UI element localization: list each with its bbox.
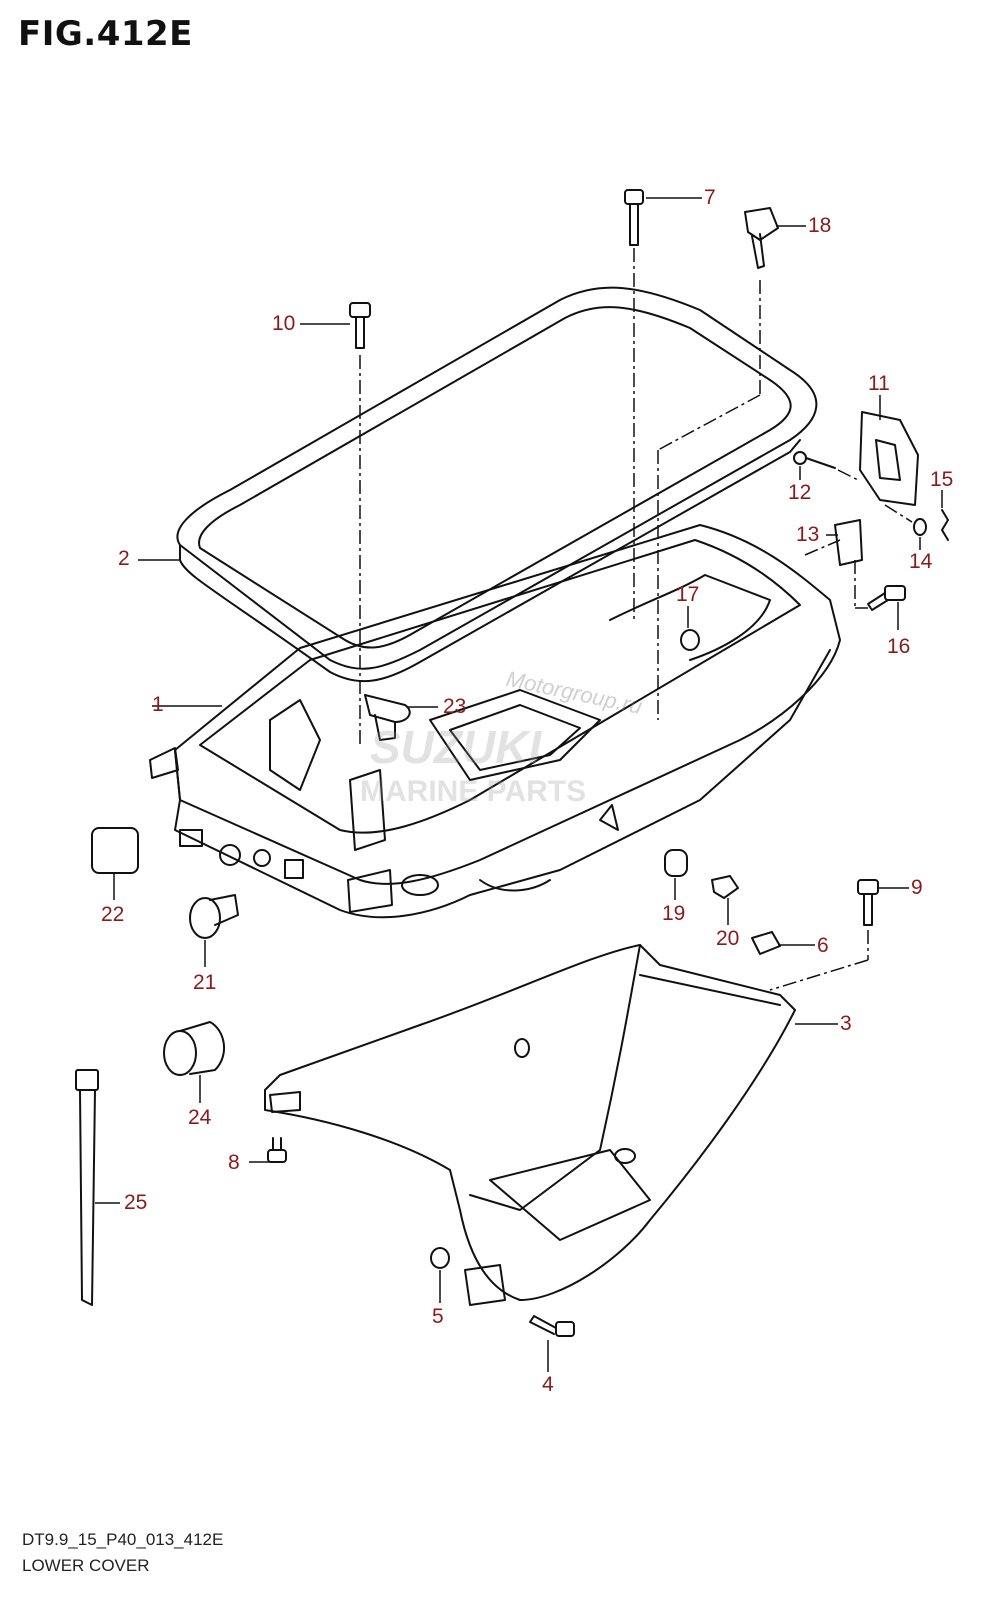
part-8-screw — [267, 1137, 287, 1163]
figure-title: FIG.412E — [18, 14, 193, 54]
callout-21: 21 — [193, 971, 217, 994]
callout-19: 19 — [662, 902, 686, 925]
callout-1: 1 — [152, 693, 164, 716]
part-1-lower-cover — [149, 524, 841, 919]
part-12-pin — [793, 451, 836, 469]
part-17-collar — [680, 629, 700, 651]
callout-23: 23 — [443, 695, 467, 718]
part-5-nut — [430, 1247, 450, 1269]
part-13-hook — [834, 519, 863, 566]
figure-caption: LOWER COVER — [22, 1556, 150, 1575]
part-11-latch-bracket — [859, 411, 919, 506]
callout-11: 11 — [868, 372, 890, 395]
callout-17: 17 — [676, 583, 700, 606]
watermark-subtitle: MARINE PARTS — [360, 775, 587, 808]
callout-4: 4 — [542, 1373, 554, 1396]
callout-25: 25 — [124, 1191, 148, 1214]
part-9-screw — [857, 879, 879, 926]
callout-3: 3 — [840, 1012, 852, 1035]
callout-12: 12 — [788, 481, 812, 504]
part-7-bolt — [624, 189, 644, 246]
callout-22: 22 — [101, 903, 125, 926]
part-6-clip — [751, 931, 781, 955]
part-18-clip — [744, 207, 779, 269]
callout-24: 24 — [188, 1106, 212, 1129]
part-16-bolt — [867, 585, 906, 611]
part-14-washer — [913, 518, 927, 536]
callout-2: 2 — [118, 547, 130, 570]
part-20-grommet — [711, 875, 739, 899]
part-15-spring — [941, 509, 949, 541]
watermark-brand: SUZUKI — [370, 721, 542, 773]
callout-6: 6 — [817, 934, 829, 957]
callout-8: 8 — [228, 1151, 240, 1174]
figure-code: DT9.9_15_P40_013_412E — [22, 1530, 224, 1549]
part-3-bottom-cover — [264, 944, 796, 1306]
callout-7: 7 — [704, 186, 716, 209]
callout-18: 18 — [808, 214, 832, 237]
callout-9: 9 — [911, 876, 923, 899]
callout-5: 5 — [432, 1305, 444, 1328]
part-2-seal-ring — [176, 286, 818, 683]
part-23-grommet — [364, 694, 411, 741]
part-24-grommet — [163, 1021, 225, 1076]
callout-14: 14 — [909, 550, 933, 573]
part-19-collar — [664, 849, 688, 877]
part-22-rubber-plug — [91, 827, 139, 874]
callout-20: 20 — [716, 927, 740, 950]
part-4-screw — [529, 1315, 575, 1337]
callout-10: 10 — [272, 312, 296, 335]
part-21-grommet — [189, 894, 239, 939]
part-25-cable-tie — [75, 1069, 99, 1306]
callout-15: 15 — [930, 468, 954, 491]
callout-13: 13 — [796, 523, 820, 546]
part-10-screw — [349, 302, 371, 349]
callout-16: 16 — [887, 635, 911, 658]
